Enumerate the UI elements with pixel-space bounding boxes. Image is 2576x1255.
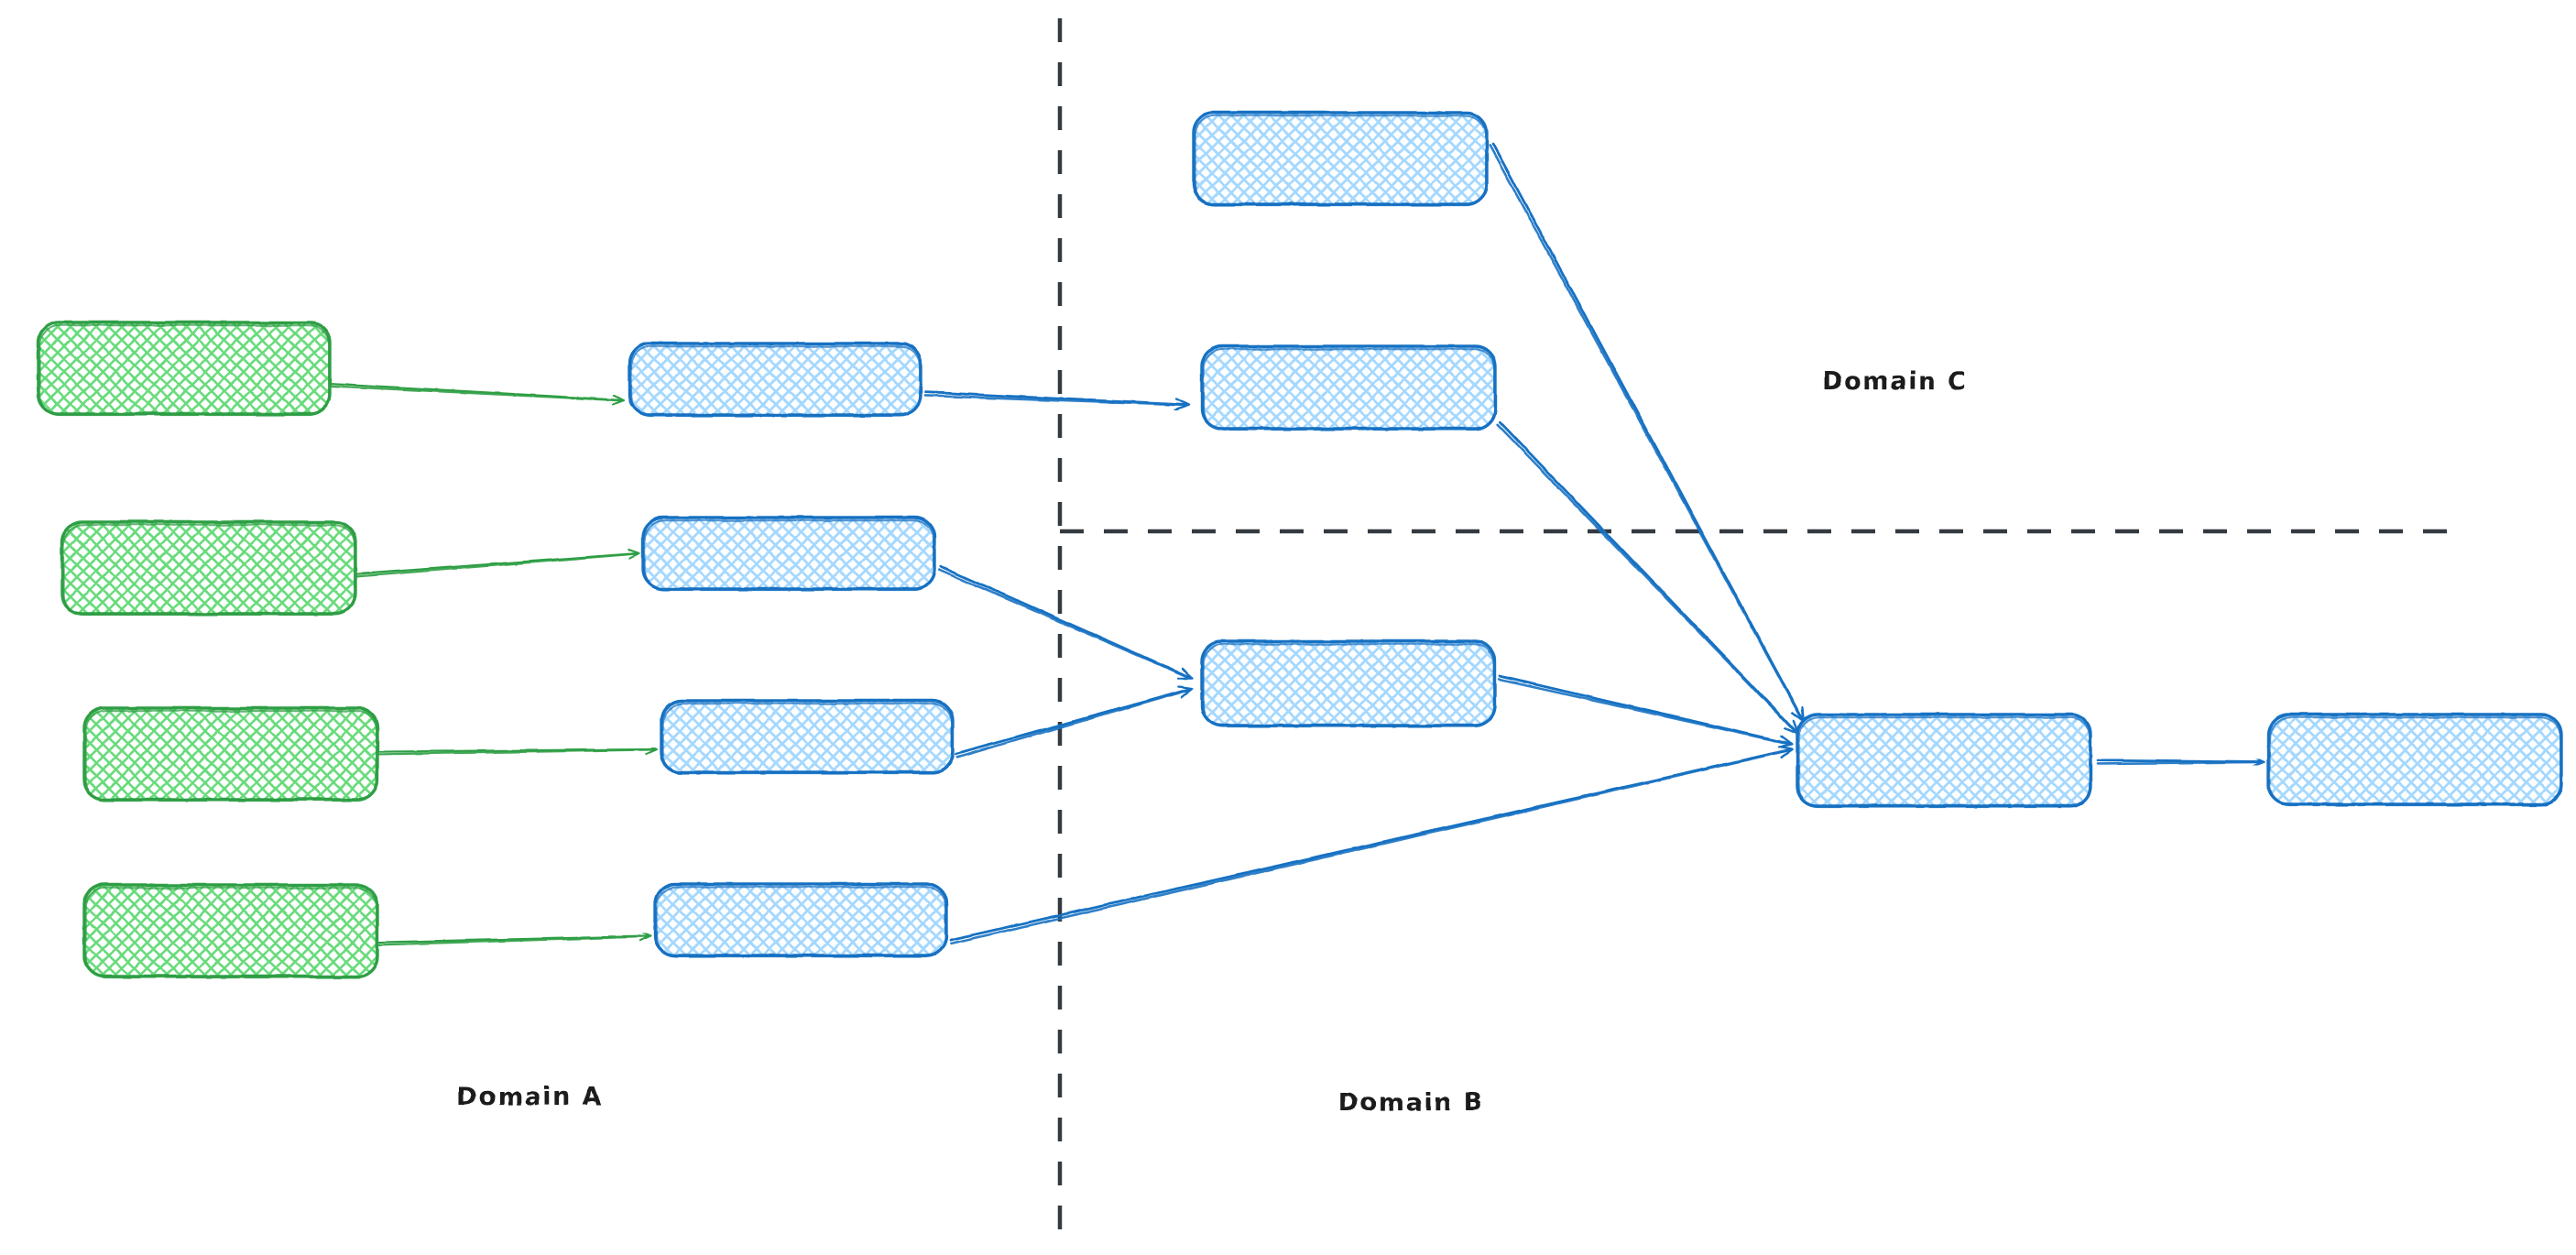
node-b1[interactable] [628, 342, 922, 418]
edge-e-a3-b3 [377, 749, 656, 756]
edge-e-a4-b4 [377, 936, 649, 946]
label-domain-b: Domain B [1338, 1088, 1484, 1117]
node-d1[interactable] [1796, 713, 2092, 809]
node-c3[interactable] [1200, 639, 1497, 728]
edge-e-d1-d2 [2096, 760, 2263, 764]
node-b3[interactable] [660, 699, 955, 775]
edge-e-b2-c3 [937, 564, 1191, 678]
edge-e-c3-d1 [1498, 674, 1791, 744]
node-c2[interactable] [1200, 344, 1497, 431]
edge-e-b3-c3 [955, 689, 1191, 759]
node-a1[interactable] [37, 321, 332, 417]
nodes-layer [37, 111, 2563, 979]
domain-labels: Domain A Domain B Domain C [457, 367, 1967, 1117]
edge-e-a1-b1 [328, 382, 623, 401]
label-domain-a: Domain A [457, 1083, 603, 1111]
node-c1[interactable] [1192, 111, 1489, 207]
edge-e-b4-d1 [949, 749, 1792, 945]
label-domain-c: Domain C [1822, 367, 1967, 396]
node-a4[interactable] [82, 883, 379, 979]
domain-dividers [1057, 18, 2451, 1242]
node-a2[interactable] [60, 520, 357, 617]
edges-layer [328, 142, 2263, 946]
node-b4[interactable] [653, 882, 948, 958]
node-d2[interactable] [2266, 713, 2563, 807]
edge-e-c2-d1 [1496, 420, 1797, 734]
edge-e-a2-b2 [355, 553, 639, 578]
edge-e-b1-c2 [923, 390, 1187, 405]
edge-e-c1-d1 [1489, 142, 1803, 720]
node-a3[interactable] [82, 706, 379, 802]
node-b2[interactable] [641, 516, 936, 592]
